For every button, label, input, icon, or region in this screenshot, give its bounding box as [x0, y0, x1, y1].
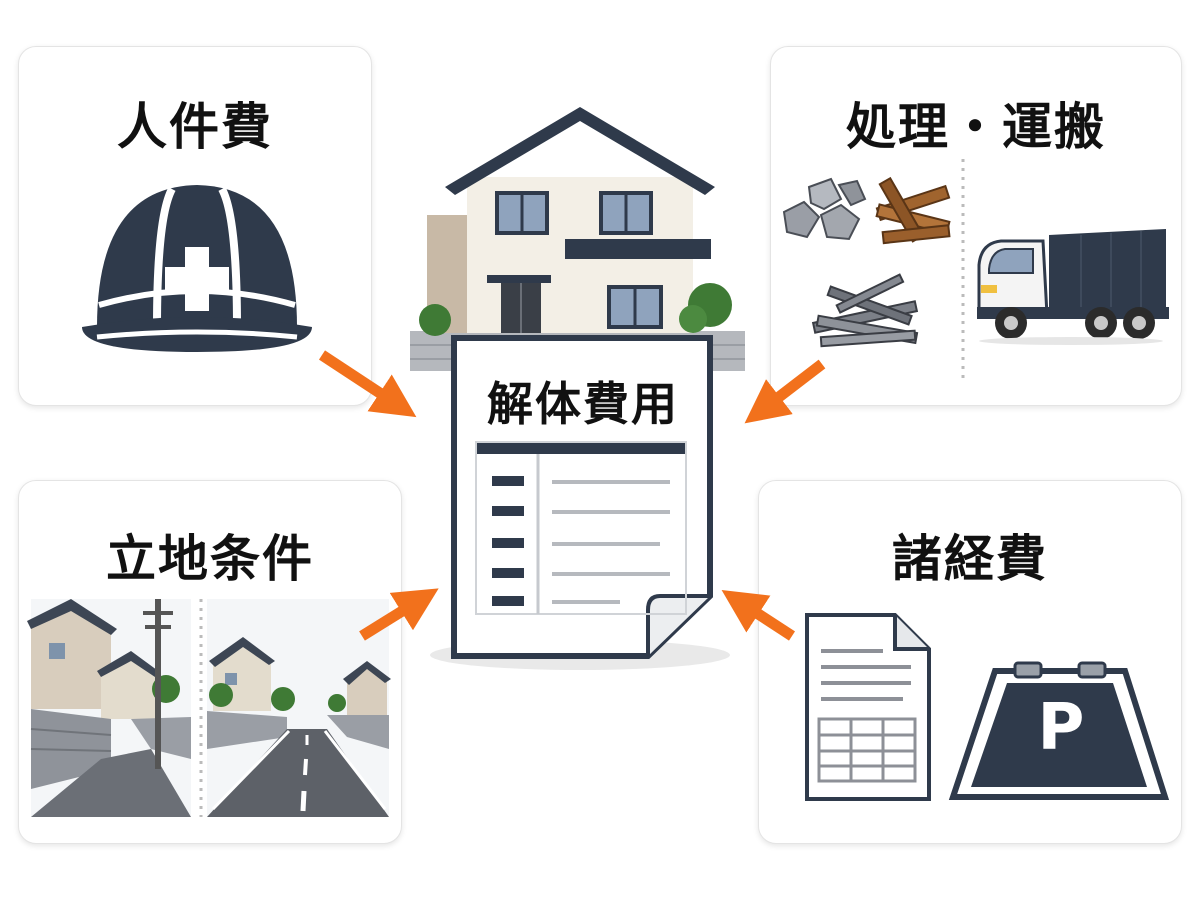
card-disposal-title: 処理・運搬: [846, 98, 1106, 156]
parking-sign-letter: P: [1037, 691, 1085, 765]
card-misc-title: 諸経費: [892, 530, 1048, 588]
card-labor: 人件費: [18, 46, 372, 406]
card-site: 立地条件: [18, 480, 402, 844]
rubble-icon: [782, 177, 867, 241]
card-labor-title: 人件費: [117, 98, 273, 156]
card-misc: 諸経費 P: [758, 480, 1182, 844]
document-icon: [805, 613, 931, 801]
wide-street-illustration: [207, 599, 391, 817]
center-doc-title: 解体費用: [487, 377, 679, 431]
parking-icon: [948, 661, 1170, 800]
wood-planks-icon: [875, 176, 951, 245]
dump-truck-icon: [977, 229, 1169, 345]
cost-sheet-document: [451, 335, 713, 659]
card-site-title: 立地条件: [106, 530, 314, 588]
hard-hat-icon: [82, 185, 312, 352]
card-divider: [961, 159, 965, 379]
narrow-street-illustration: [27, 599, 191, 817]
card-disposal: 処理・運搬: [770, 46, 1182, 406]
metal-scrap-icon: [811, 273, 919, 348]
card-divider: [199, 599, 203, 817]
